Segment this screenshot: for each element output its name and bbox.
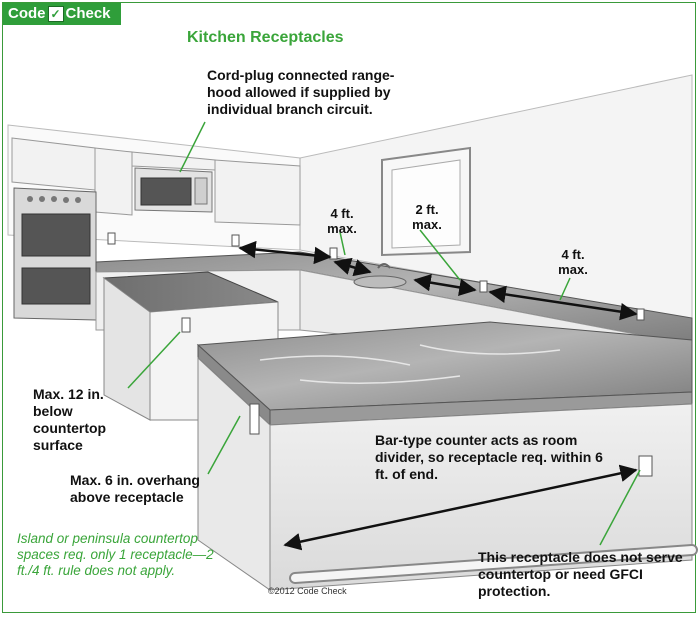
page-title: Kitchen Receptacles — [187, 29, 344, 46]
check-mark-icon: ✓ — [47, 6, 64, 22]
window — [381, 146, 471, 257]
label-rangehood: Cord-plug connected range-hood allowed i… — [207, 67, 395, 117]
label-no-gfci: This receptacle does not serve counterto… — [478, 549, 683, 599]
label-max-12in: Max. 12 in. below countertop surface — [33, 386, 107, 453]
wall-oven — [13, 187, 97, 321]
arrow-4ft-left — [238, 240, 332, 265]
upper-cabinets — [11, 137, 301, 226]
island-note: Island or peninsula countertop spaces re… — [17, 531, 214, 578]
logo-text-check: Check — [65, 5, 111, 22]
microwave — [134, 167, 213, 213]
logo-text-code: Code — [8, 5, 46, 22]
leader-lines — [127, 121, 641, 546]
label-bar-counter: Bar-type counter acts as room divider, s… — [375, 432, 603, 482]
dim-4ft-left: 4 ft. max. — [327, 206, 357, 236]
arrow-6ft-bar — [283, 464, 638, 551]
code-check-logo: Code ✓ Check — [3, 3, 121, 25]
dimension-arrows — [238, 240, 638, 551]
label-max-6in: Max. 6 in. overhang above receptacle — [70, 472, 200, 505]
arrow-2ft — [333, 257, 372, 277]
arrow-4ft-right — [488, 285, 638, 321]
dim-2ft: 2 ft. max. — [412, 202, 442, 232]
dim-4ft-right: 4 ft. max. — [558, 247, 588, 277]
arrow-between-left — [413, 273, 477, 297]
copyright: ©2012 Code Check — [268, 586, 347, 596]
